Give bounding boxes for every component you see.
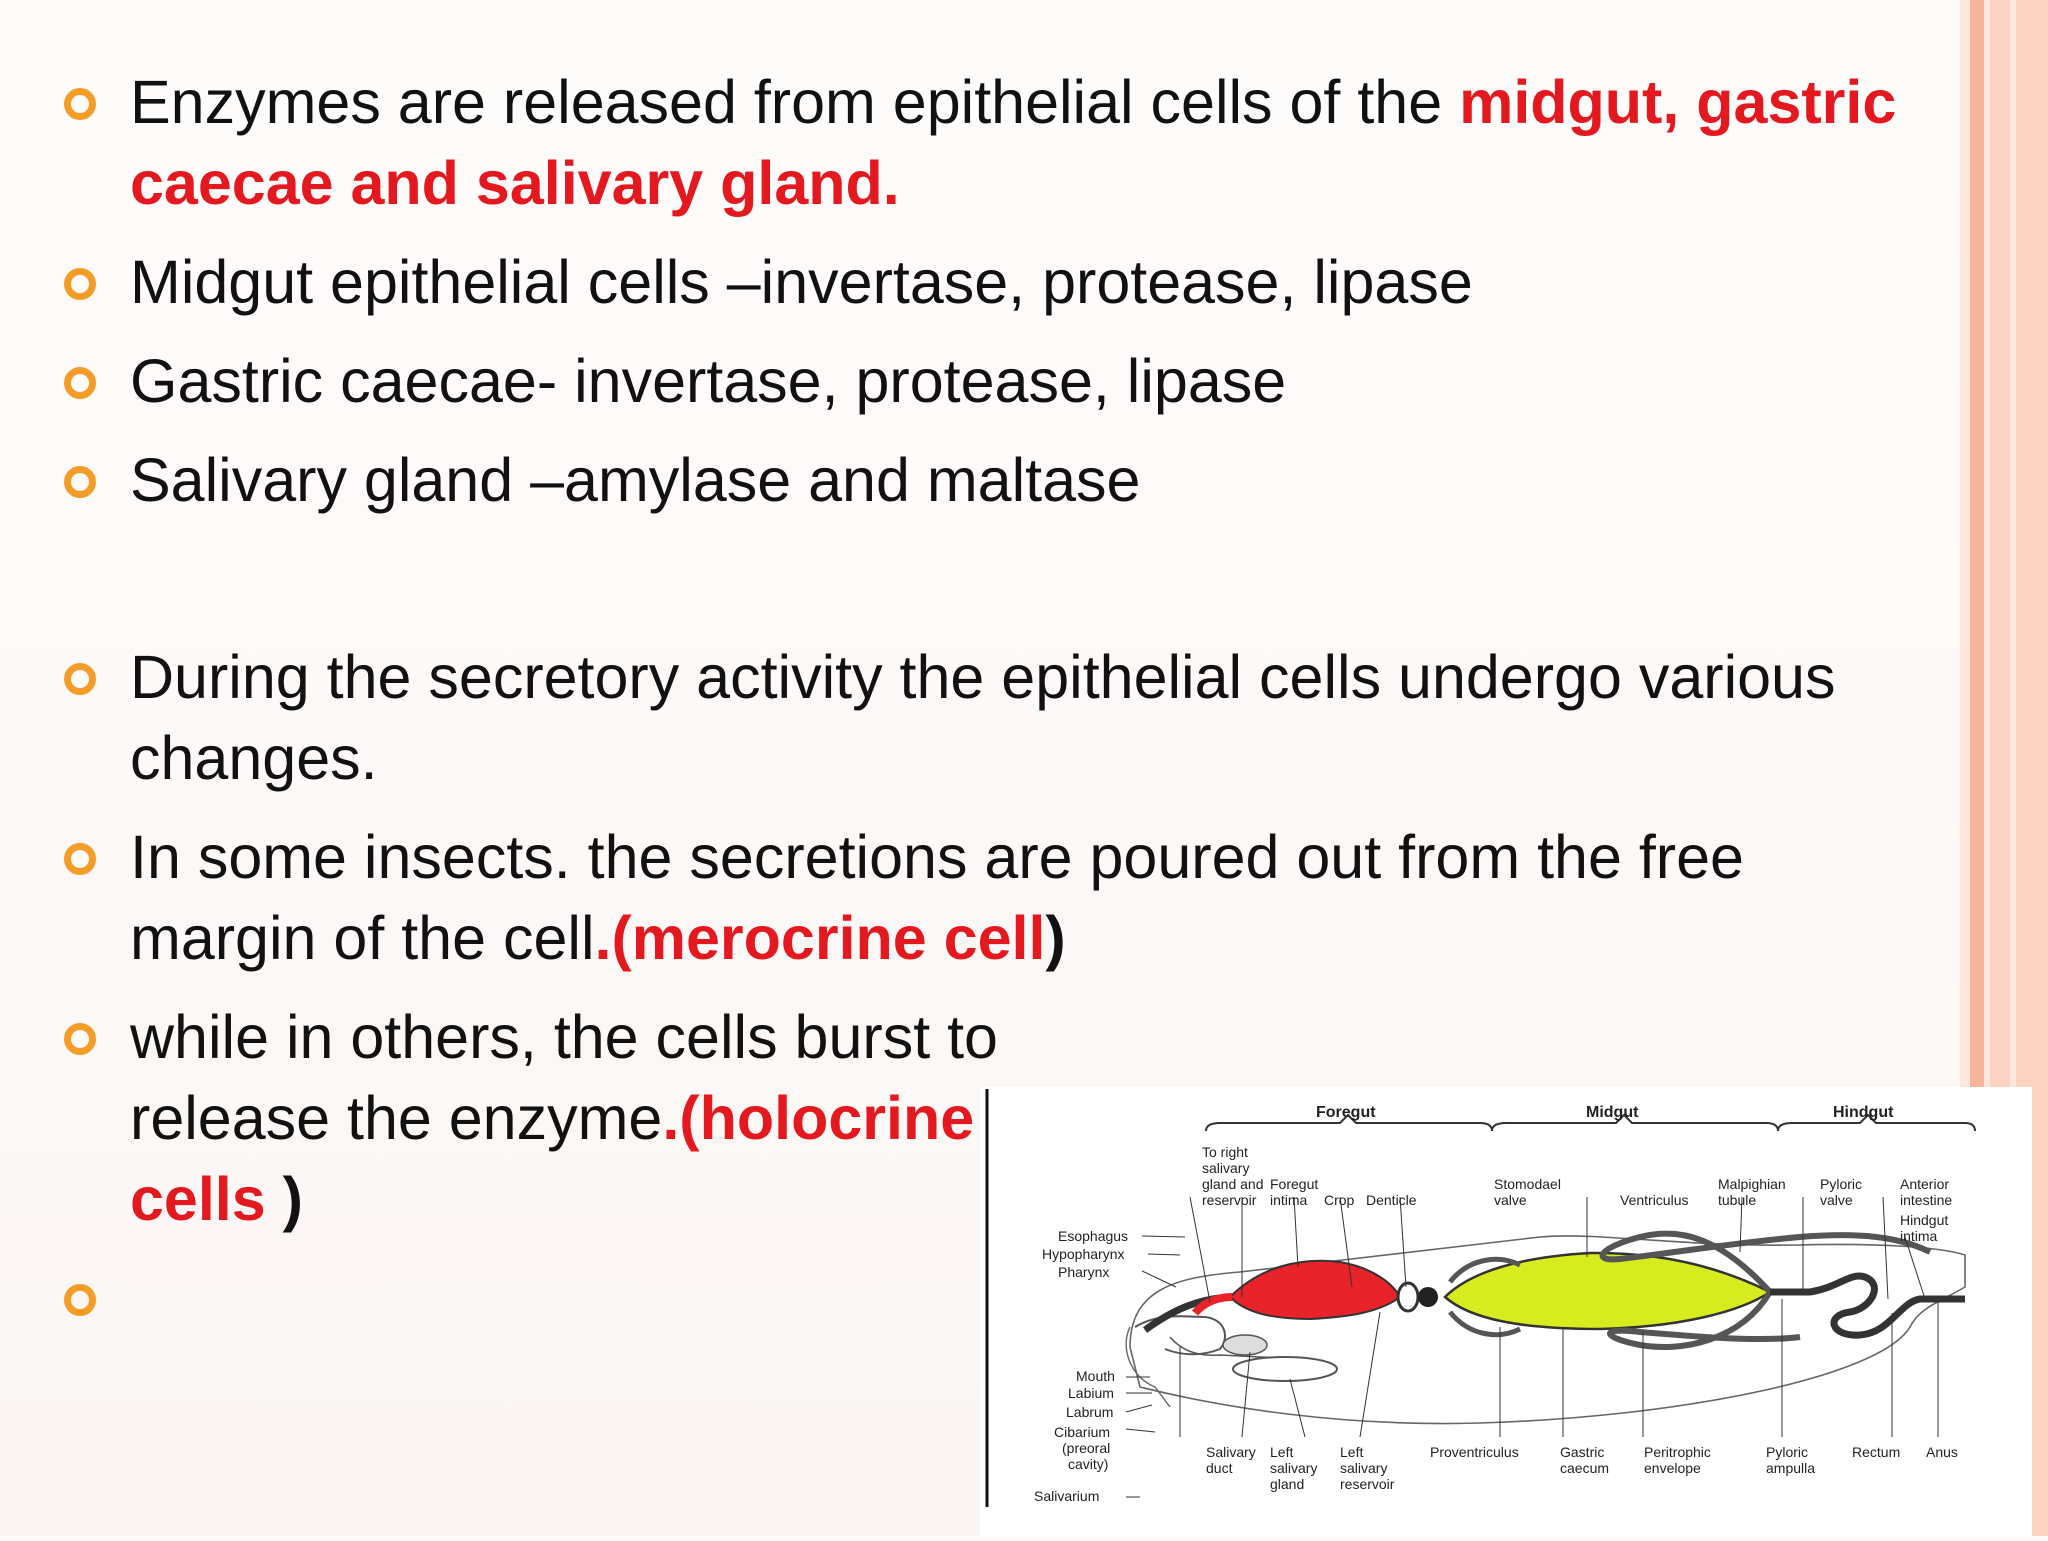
bullet-salivary-enzymes: Salivary gland –amylase and maltase — [60, 440, 1940, 521]
label-foregut-intima: Foregut intima — [1270, 1176, 1322, 1208]
bullet-text: In some insects. the secretions are pour… — [130, 823, 1744, 972]
bullet-ring-icon — [64, 843, 96, 875]
label-pyloric-ampulla: Pyloric ampulla — [1766, 1444, 1815, 1476]
foregut-header: Foregut — [1316, 1104, 1376, 1121]
bullet-tail: ) — [265, 1165, 303, 1233]
label-malpighian-tubule: Malpighian tubule — [1718, 1176, 1790, 1208]
label-salivary-duct: Salivary duct — [1206, 1444, 1260, 1476]
label-peritrophic-envelope: Peritrophic envelope — [1644, 1444, 1715, 1476]
label-labrum: Labrum — [1066, 1404, 1113, 1420]
bullet-text: During the secretory activity the epithe… — [130, 643, 1836, 792]
bullet-secretory-activity: During the secretory activity the epithe… — [60, 637, 1940, 799]
bullet-ring-icon — [64, 466, 96, 498]
label-pyloric-valve: Pyloric valve — [1820, 1176, 1866, 1208]
label-ventriculus: Ventriculus — [1620, 1192, 1688, 1208]
label-denticle: Denticle — [1366, 1192, 1417, 1208]
bullet-merocrine: In some insects. the secretions are pour… — [60, 817, 1940, 979]
label-anterior-intestine: Anterior intestine — [1900, 1176, 1953, 1208]
label-labium: Labium — [1068, 1385, 1114, 1401]
bullet-text: while in others, the cells burst to rele… — [130, 1003, 998, 1152]
bullet-ring-icon — [64, 663, 96, 695]
label-salivarium: Salivarium — [1034, 1488, 1099, 1504]
label-hypopharynx: Hypopharynx — [1042, 1246, 1125, 1262]
label-mouth: Mouth — [1076, 1368, 1115, 1384]
label-anus: Anus — [1926, 1444, 1958, 1460]
bullet-list: Enzymes are released from epithelial cel… — [60, 62, 1940, 1316]
bullet-midgut-enzymes: Midgut epithelial cells –invertase, prot… — [60, 242, 1940, 323]
bullet-holocrine: while in others, the cells burst to rele… — [60, 997, 1000, 1240]
label-pharynx: Pharynx — [1058, 1264, 1109, 1280]
bullet-ring-icon — [64, 1284, 96, 1316]
label-proventriculus: Proventriculus — [1430, 1444, 1519, 1460]
bullet-ring-icon — [64, 88, 96, 120]
label-cibarium: Cibarium (preoral cavity) — [1054, 1424, 1114, 1472]
bullet-text: Salivary gland –amylase and maltase — [130, 446, 1141, 514]
bullet-ring-icon — [64, 1023, 96, 1055]
label-hindgut-intima: Hindgut intima — [1900, 1212, 1952, 1244]
bullet-text: Midgut epithelial cells –invertase, prot… — [130, 248, 1473, 316]
spacer — [60, 539, 1940, 637]
bullet-highlight: midgut, gastric caecae and salivary glan… — [130, 68, 1897, 217]
bullet-gastric-enzymes: Gastric caecae- invertase, protease, lip… — [60, 341, 1940, 422]
label-gastric-caecum: Gastric caecum — [1560, 1444, 1609, 1476]
label-left-salivary-reservoir: Left salivary reservoir — [1340, 1444, 1395, 1492]
label-crop: Crop — [1324, 1192, 1355, 1208]
bullet-ring-icon — [64, 367, 96, 399]
bullet-tail: ) — [1045, 904, 1066, 972]
label-rectum: Rectum — [1852, 1444, 1900, 1460]
bullet-text: Enzymes are released from epithelial cel… — [130, 68, 1460, 136]
bullet-ring-icon — [64, 268, 96, 300]
bullet-highlight: .(holocrine cells — [130, 1084, 975, 1233]
insect-gut-diagram: Foregut Midgut Hindgut — [980, 1087, 2032, 1536]
label-to-right-salivary: To right salivary gland and reservoir — [1202, 1144, 1267, 1208]
label-stomodael-valve: Stomodael valve — [1494, 1176, 1565, 1208]
bullet-highlight: .(merocrine cell — [594, 904, 1046, 972]
label-esophagus: Esophagus — [1058, 1228, 1128, 1244]
bullet-enzyme-sources: Enzymes are released from epithelial cel… — [60, 62, 1940, 224]
hindgut-header: Hindgut — [1833, 1104, 1894, 1121]
midgut-header: Midgut — [1586, 1104, 1639, 1121]
bullet-text: Gastric caecae- invertase, protease, lip… — [130, 347, 1287, 415]
label-left-salivary-gland: Left salivary gland — [1270, 1444, 1321, 1492]
